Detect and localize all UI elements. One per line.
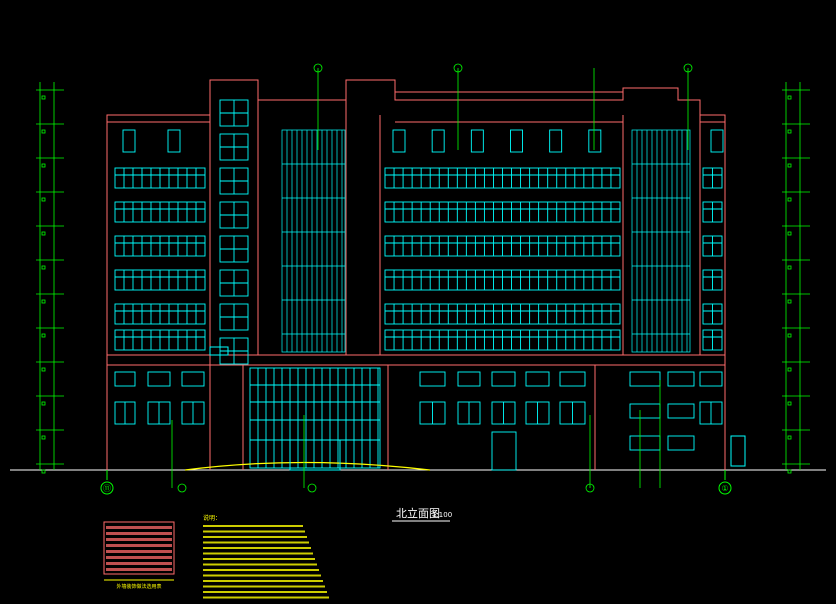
notes-line: [203, 580, 323, 582]
side-window: [629, 371, 661, 387]
side-window: [667, 371, 695, 387]
top-window: [510, 129, 523, 153]
notes-line: [203, 563, 317, 566]
top-window: [549, 129, 563, 153]
curtain-panel: [631, 129, 691, 353]
design-notes: 说明：: [203, 514, 329, 599]
notes-line: [203, 525, 303, 527]
drawing-title: 北立面图: [396, 506, 440, 520]
notes-line: [203, 547, 311, 549]
grid-axis-left: ⑪: [100, 470, 114, 495]
svg-text:⑪: ⑪: [103, 484, 111, 493]
finish-schedule-table: 外墙装饰做法选用表: [103, 521, 175, 590]
grid-axis-right: ①: [718, 470, 732, 495]
schedule-row: [106, 538, 172, 541]
curtain-wall: [281, 129, 691, 353]
notes-line: [203, 558, 315, 560]
ground-window: [559, 371, 586, 387]
entrance-door: [289, 439, 341, 471]
notes-line: [203, 530, 305, 533]
curtain-panel: [281, 129, 346, 353]
elevation-dimensions-right: [782, 82, 810, 474]
schedule-row: [106, 532, 172, 535]
notes-line: [203, 574, 321, 577]
ground-window: [491, 371, 516, 387]
side-window: [629, 435, 661, 451]
callout-leaders: [171, 68, 689, 488]
ground-window: [525, 371, 550, 387]
schedule-row: [106, 556, 172, 559]
entrance-canopy: [184, 461, 431, 471]
notes-line: [203, 541, 309, 544]
schedule-row: [106, 550, 172, 553]
upper-window-grid: [114, 99, 724, 365]
notes-line: [203, 569, 319, 571]
ground-window: [699, 371, 723, 387]
ground-window: [114, 371, 136, 387]
ground-window: [457, 371, 481, 387]
schedule-row: [106, 568, 172, 571]
notes-header: 说明：: [203, 514, 221, 522]
ground-door: [491, 431, 517, 471]
ground-floor-windows: [114, 367, 723, 471]
schedule-row: [106, 544, 172, 547]
schedule-row: [106, 562, 172, 565]
side-window: [667, 403, 695, 419]
top-window: [167, 129, 181, 153]
schedule-row: [106, 526, 172, 529]
top-window: [392, 129, 406, 153]
top-window: [710, 129, 724, 153]
notes-line: [203, 552, 313, 555]
ground-window: [419, 371, 446, 387]
ground-window: [147, 371, 171, 387]
ground-window: [181, 371, 205, 387]
elevation-dimensions-left: [36, 82, 64, 474]
top-window: [588, 129, 602, 153]
top-window: [122, 129, 136, 153]
side-window: [629, 403, 661, 419]
signage-box: [209, 346, 229, 356]
svg-text:①: ①: [721, 484, 728, 493]
side-window: [667, 435, 695, 451]
side-entrance-box: [730, 435, 746, 467]
entrance-curtain-wall: [249, 367, 381, 469]
notes-line: [203, 536, 307, 538]
top-window: [431, 129, 445, 153]
notes-line: [203, 585, 325, 588]
callout-markers: [177, 63, 693, 493]
top-window: [470, 129, 484, 153]
notes-line: [203, 591, 327, 593]
drawing-scale: 1:100: [432, 511, 452, 519]
schedule-title: 外墙装饰做法选用表: [116, 583, 161, 590]
notes-line: [203, 596, 329, 599]
